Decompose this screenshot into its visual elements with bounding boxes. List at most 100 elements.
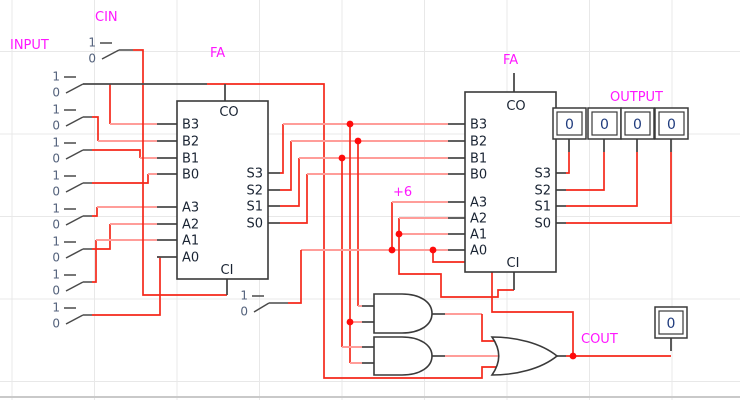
- wire-a2a1-rail: [398, 218, 514, 298]
- junction-dot: [395, 230, 403, 238]
- input-switch-4[interactable]: 1 0: [52, 169, 92, 199]
- fa1-port-s2: S2: [246, 184, 263, 199]
- switch-on-label: 1: [52, 268, 60, 282]
- fa2-port-a0: A0: [470, 244, 487, 259]
- switch-off-label: 0: [52, 251, 60, 265]
- input-switch-3[interactable]: 1 0: [52, 136, 92, 166]
- sum-display-0[interactable]: 0: [654, 107, 689, 140]
- fa1-port-a2: A2: [182, 218, 199, 233]
- cout-display[interactable]: 0: [654, 306, 688, 339]
- switch-off-label: 0: [240, 305, 248, 319]
- junction-dots: [338, 120, 577, 360]
- switch-off-label: 0: [52, 185, 60, 199]
- sum-display-1[interactable]: 0: [620, 107, 655, 140]
- fa2-port-b2: B2: [470, 135, 487, 150]
- fa2-port-ci: CI: [507, 256, 520, 271]
- switch-on-label: 1: [52, 202, 60, 216]
- input-switch-5[interactable]: 1 0: [52, 202, 92, 232]
- cin-switch[interactable]: 1 0: [88, 36, 133, 66]
- correction-gates[interactable]: [373, 293, 559, 376]
- fa2-port-co: CO: [506, 99, 525, 114]
- output-label: OUTPUT: [610, 90, 663, 105]
- wire-sw6-a2: [92, 224, 111, 250]
- switch-off-label: 0: [52, 218, 60, 232]
- switch-lever[interactable]: [64, 307, 92, 325]
- wire-sw2-b2: [92, 116, 99, 141]
- switch-lever[interactable]: [252, 295, 288, 313]
- input-switch-7[interactable]: 1 0: [52, 268, 92, 298]
- display-digit: 0: [600, 117, 609, 133]
- switch-lever[interactable]: [64, 241, 92, 259]
- window-bottom-edge: [0, 396, 740, 398]
- fa1-port-ci: CI: [221, 263, 234, 278]
- cin-label: CIN: [95, 10, 118, 25]
- fa2-port-a3: A3: [470, 196, 487, 211]
- wire-sw4-b0: [92, 174, 149, 184]
- fa2-port-s3: S3: [534, 167, 551, 182]
- fa2-port-b0: B0: [470, 168, 487, 183]
- switch-on-label: 1: [52, 169, 60, 183]
- wires: [92, 49, 672, 379]
- switch-lever[interactable]: [64, 76, 84, 94]
- fa1-port-b2: B2: [182, 135, 199, 150]
- input-switch-1[interactable]: 1 0: [52, 70, 84, 100]
- junction-dot: [354, 137, 362, 145]
- switch-lever[interactable]: [100, 42, 133, 60]
- full-adder-1[interactable]: CO B3 B2 B1 B0 A3 A2 A1 A0 S3 S2 S1 S0 C…: [176, 100, 269, 280]
- junction-dot: [346, 120, 354, 128]
- switch-on-label: 1: [52, 301, 60, 315]
- pin-stubs: [83, 73, 672, 364]
- display-digit: 0: [565, 117, 574, 133]
- switch-off-label: 0: [52, 317, 60, 331]
- fa2-port-s0: S0: [534, 217, 551, 232]
- display-digit: 0: [633, 117, 642, 133]
- fa2-port-b1: B1: [470, 152, 487, 167]
- switch-off-label: 0: [52, 284, 60, 298]
- fa1-body[interactable]: [176, 100, 269, 280]
- display-digit: 0: [667, 117, 676, 133]
- display-digit: 0: [667, 316, 676, 332]
- input-switch-2[interactable]: 1 0: [52, 103, 92, 133]
- wire-s2-riser: [280, 141, 292, 191]
- fa1-port-a0: A0: [182, 251, 199, 266]
- fa1-port-b0: B0: [182, 168, 199, 183]
- fa1-port-s3: S3: [246, 167, 263, 182]
- junction-dot: [346, 318, 354, 326]
- ci2-switch[interactable]: 1 0: [240, 289, 288, 319]
- wire-s1-disp: [566, 152, 638, 207]
- sum-display-3[interactable]: 0: [552, 107, 587, 140]
- junction-dot: [569, 352, 577, 360]
- wire-s0-riser: [280, 174, 308, 224]
- wire-s2-disp: [566, 152, 605, 191]
- fa1-label: FA: [210, 46, 225, 61]
- fa2-port-s2: S2: [534, 184, 551, 199]
- fa1-port-co: CO: [219, 105, 238, 120]
- wire-s0-disp: [566, 152, 672, 224]
- fa1-port-b1: B1: [182, 152, 199, 167]
- fa2-port-b3: B3: [470, 118, 487, 133]
- fa2-port-a2: A2: [470, 212, 487, 227]
- switch-lever[interactable]: [64, 175, 92, 193]
- and-gate-2[interactable]: [373, 336, 433, 376]
- wire-sw8-a0: [92, 257, 161, 316]
- junction-dot: [388, 246, 396, 254]
- input-switch-8[interactable]: 1 0: [52, 301, 92, 331]
- fa2-body[interactable]: [464, 91, 557, 273]
- full-adder-2[interactable]: CO B3 B2 B1 B0 A3 A2 A1 A0 S3 S2 S1 S0 C…: [464, 91, 557, 273]
- input-switch-6[interactable]: 1 0: [52, 235, 92, 265]
- switch-lever[interactable]: [64, 142, 92, 160]
- fa2-port-a1: A1: [470, 228, 487, 243]
- wire-sw5-a3: [92, 207, 98, 217]
- and-gate-1[interactable]: [373, 293, 433, 334]
- junction-dot: [338, 154, 346, 162]
- switch-on-label: 1: [240, 289, 248, 303]
- wire-ci2-riser: [288, 250, 302, 304]
- sum-display-2[interactable]: 0: [587, 107, 622, 140]
- wire-s3-disp: [566, 152, 570, 174]
- switch-lever[interactable]: [64, 109, 92, 127]
- switch-lever[interactable]: [64, 208, 92, 226]
- fa1-port-a3: A3: [182, 201, 199, 216]
- switch-lever[interactable]: [64, 274, 92, 292]
- or-gate[interactable]: [490, 336, 559, 376]
